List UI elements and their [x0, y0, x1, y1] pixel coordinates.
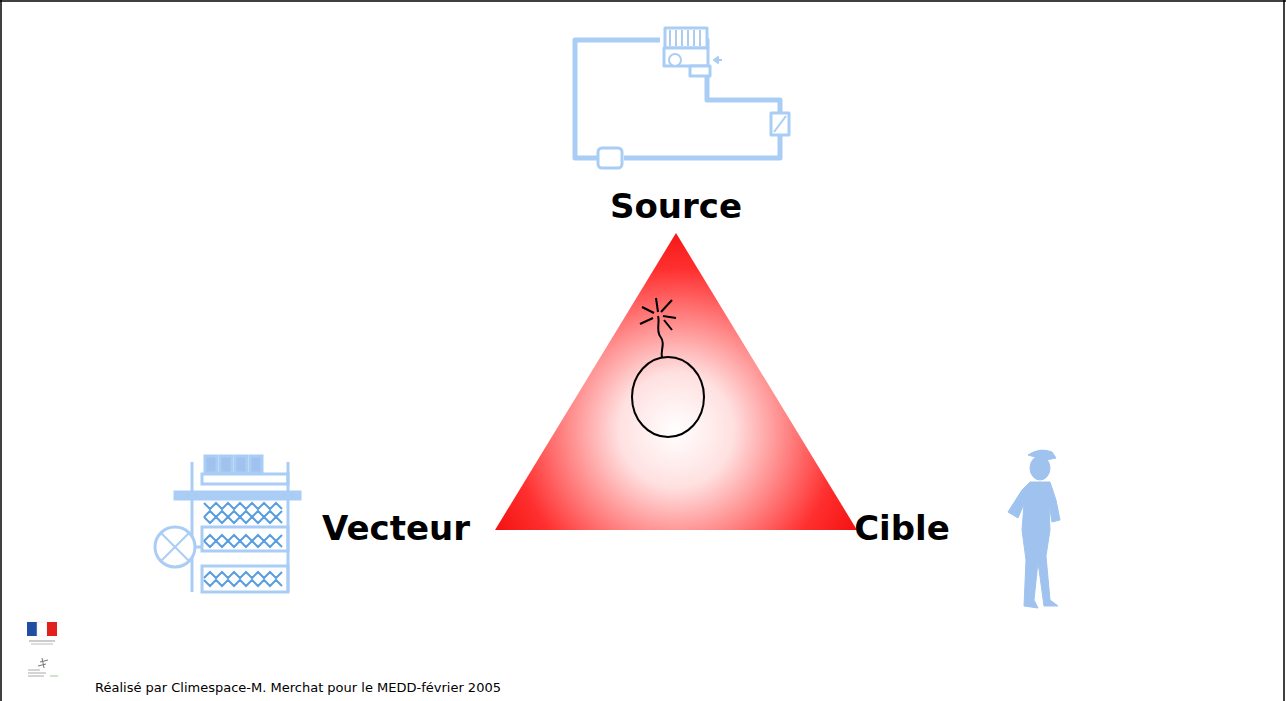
person-figure [1008, 450, 1060, 608]
ministry-logo [28, 658, 58, 676]
refrigeration-circuit [575, 28, 789, 168]
tower-fill-texture [204, 503, 282, 586]
fill-stroke [204, 517, 282, 523]
cooling-tower [155, 456, 300, 592]
bomb-symbol [632, 298, 704, 437]
compressor-detail [670, 30, 700, 46]
fill-stroke [204, 580, 282, 586]
republic-logo [27, 622, 57, 644]
vertex-label: Vecteur [322, 510, 470, 547]
vertex-label: Cible [854, 510, 950, 547]
risk-triangle [495, 233, 857, 530]
fill-stroke [204, 541, 282, 547]
fill-stroke [204, 572, 282, 578]
vertex-label: Source [610, 188, 742, 225]
credit-note: Réalisé par Climespace-M. Merchat pour l… [95, 680, 501, 696]
fill-stroke [204, 503, 282, 509]
